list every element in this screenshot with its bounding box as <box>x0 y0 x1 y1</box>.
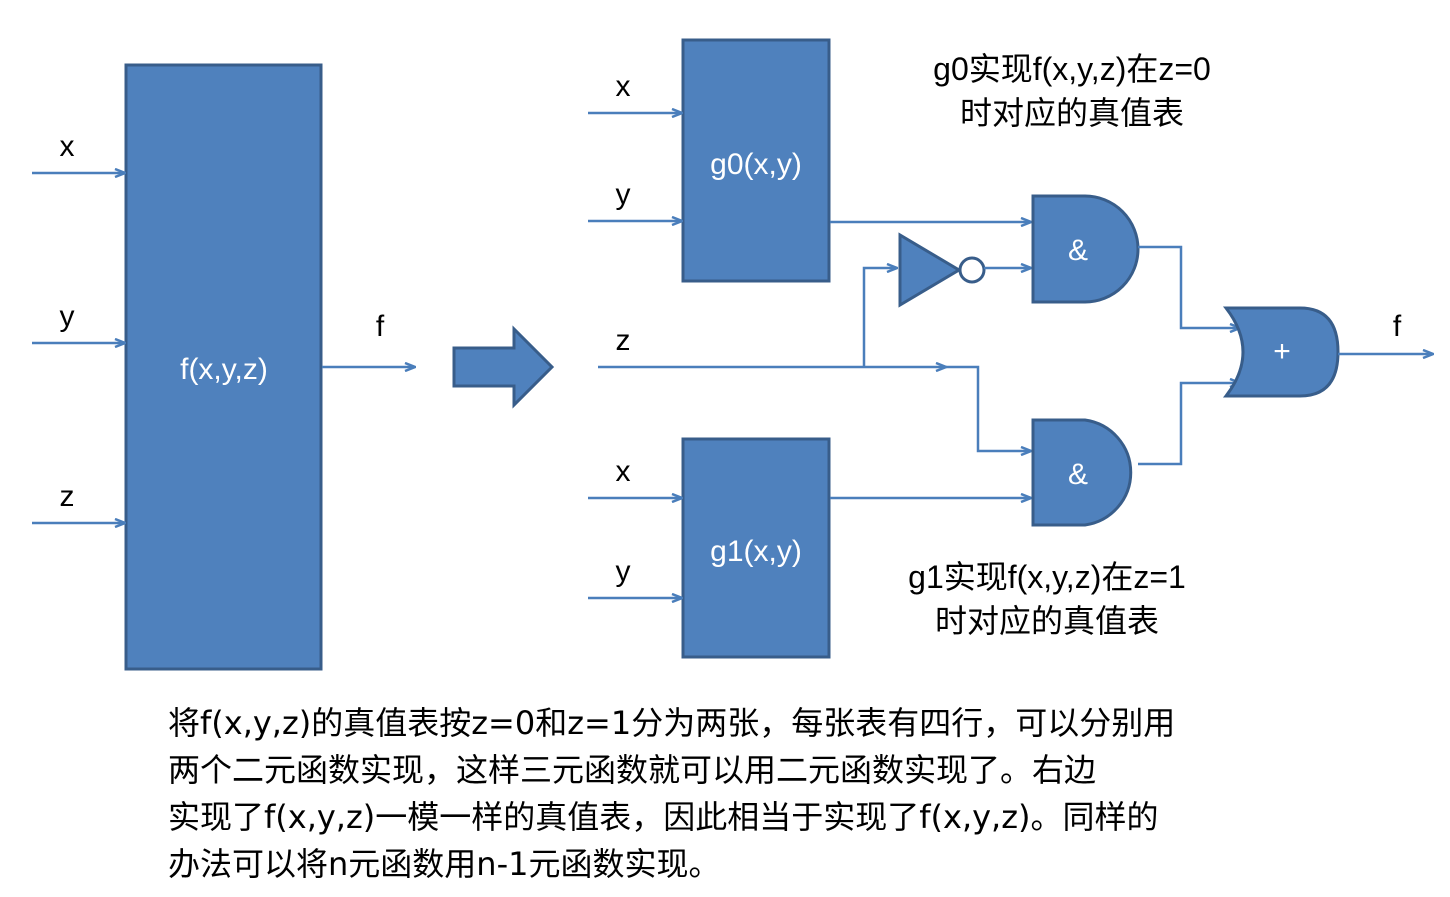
and-top-to-or-wire <box>1138 245 1240 328</box>
input-y-label: y <box>60 300 75 333</box>
or-output-label: f <box>1393 310 1402 343</box>
description-line-3: 实现了f(x,y,z)一模一样的真值表，因此相当于实现了f(x,y,z)。同样的 <box>168 798 1159 836</box>
or-gate-label: + <box>1273 335 1291 368</box>
and-bottom-to-or-wire <box>1138 383 1240 466</box>
g0-input-y-label: y <box>616 178 631 211</box>
and-gate-top-label: & <box>1068 234 1088 267</box>
f-block-label: f(x,y,z) <box>180 353 268 386</box>
g0-note-line2: 时对应的真值表 <box>960 95 1184 131</box>
z-to-and-bottom-wire <box>946 365 1031 451</box>
input-z-label: z <box>60 480 75 513</box>
f-block <box>124 63 323 671</box>
g1-block-label: g1(x,y) <box>710 535 802 568</box>
g1-block <box>681 437 831 659</box>
g0-block-label: g0(x,y) <box>710 148 802 181</box>
g0-note-line1: g0实现f(x,y,z)在z=0 <box>933 51 1211 87</box>
g1-note-line1: g1实现f(x,y,z)在z=1 <box>908 559 1186 595</box>
g1-input-x-label: x <box>616 455 631 488</box>
z-input-label: z <box>616 324 631 357</box>
g0-block <box>681 38 831 283</box>
and-gate-bottom-label: & <box>1068 458 1088 491</box>
input-x-label: x <box>60 130 75 163</box>
g0-input-x-label: x <box>616 70 631 103</box>
z-to-not-wire <box>862 268 897 367</box>
and-gate-bottom <box>1031 418 1133 527</box>
not-gate-bubble <box>958 256 986 284</box>
not-gate <box>898 232 962 308</box>
or-gate <box>1222 306 1340 398</box>
description-line-2: 两个二元函数实现，这样三元函数就可以用二元函数实现了。右边 <box>168 751 1097 789</box>
description-line-1: 将f(x,y,z)的真值表按z=0和z=1分为两张，每张表有四行，可以分别用 <box>168 704 1176 742</box>
g1-input-y-label: y <box>616 555 631 588</box>
transform-arrow <box>452 325 555 409</box>
and-gate-top <box>1031 194 1140 304</box>
f-output-label: f <box>376 310 385 343</box>
g1-note-line2: 时对应的真值表 <box>935 603 1159 639</box>
description-line-4: 办法可以将n元函数用n-1元函数实现。 <box>168 845 721 883</box>
description: 将f(x,y,z)的真值表按z=0和z=1分为两张，每张表有四行，可以分别用 两… <box>168 700 1308 888</box>
